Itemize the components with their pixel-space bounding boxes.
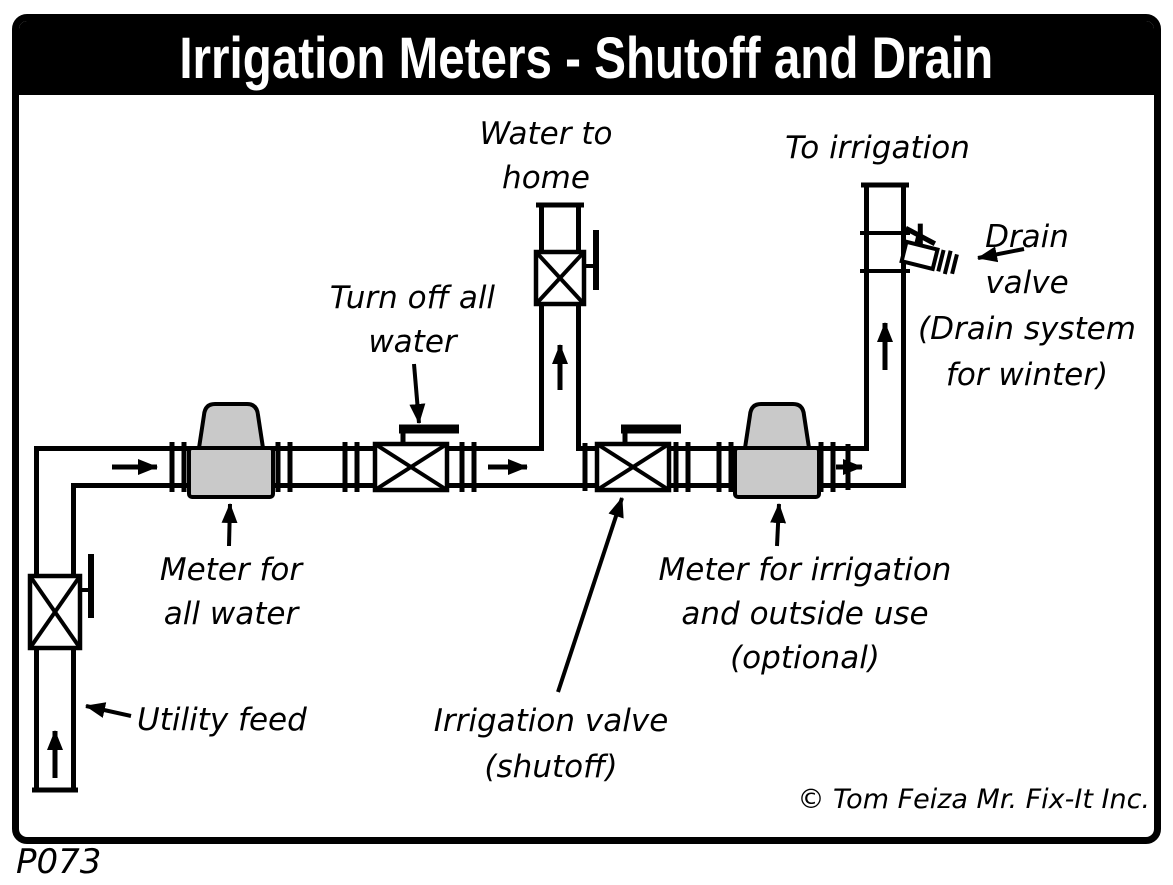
- faucet-thread: [936, 249, 946, 272]
- valve-x: [28, 574, 82, 650]
- meter-body: [733, 446, 821, 499]
- label-line: valve: [985, 265, 1069, 301]
- drain-valve-assembly: [860, 223, 959, 275]
- label-irrigation-valve: Irrigation valve (shutoff): [420, 698, 682, 790]
- main-shutoff-valve: [372, 424, 459, 493]
- label-meter-irrigation: Meter for irrigation and outside use (op…: [635, 548, 975, 680]
- figure-title: Irrigation Meters - Shutoff and Drain: [179, 25, 994, 91]
- annotation-arrow-utility-feed: [85, 702, 132, 718]
- label-to-irrigation: To irrigation: [770, 126, 985, 170]
- label-line: To irrigation: [785, 130, 970, 166]
- flow-arrows: [47, 322, 893, 778]
- meter-body: [187, 446, 275, 499]
- meter-dome: [742, 402, 812, 450]
- label-line: Drain: [985, 219, 1069, 255]
- label-meter-all-water: Meter for all water: [125, 548, 337, 636]
- label-line: (Drain system: [918, 311, 1136, 347]
- label-line: home: [502, 160, 590, 196]
- irrigation-shutoff-valve: [594, 424, 681, 493]
- label-turn-off-all-water: Turn off all water: [305, 276, 520, 364]
- label-line: Water to: [479, 116, 613, 152]
- valve-x: [595, 442, 671, 492]
- title-bar: Irrigation Meters - Shutoff and Drain: [19, 21, 1154, 95]
- label-line: Utility feed: [137, 702, 307, 738]
- label-line: water: [368, 324, 457, 360]
- label-drain-valve: Drain valve (Drain system for winter): [898, 214, 1156, 398]
- label-line: for winter): [945, 357, 1109, 393]
- utility-feed-valve: [27, 554, 94, 651]
- label-line: (shutoff): [484, 749, 618, 785]
- label-line: (optional): [730, 640, 880, 676]
- label-line: and outside use: [681, 596, 929, 632]
- figure-code: P073: [16, 842, 102, 882]
- water-meter-irrigation: [733, 402, 821, 499]
- valve-x: [534, 250, 586, 306]
- label-water-to-home: Water to home: [440, 112, 652, 200]
- annotation-arrow-meter-irrigation: [770, 503, 787, 547]
- annotation-arrows: [85, 246, 1025, 718]
- annotation-arrow-turn-off: [409, 363, 426, 424]
- pipe-couplings: [169, 442, 851, 492]
- label-utility-feed: Utility feed: [137, 698, 357, 742]
- faucet-thread: [942, 250, 953, 275]
- label-line: Meter for: [159, 552, 303, 588]
- valve-x: [373, 442, 449, 492]
- faucet-thread: [950, 253, 959, 275]
- label-line: Meter for irrigation: [658, 552, 952, 588]
- label-line: Irrigation valve: [433, 703, 669, 739]
- home-riser-valve: [533, 230, 599, 307]
- faucet-body: [899, 239, 940, 272]
- annotation-arrow-meter-all: [221, 503, 238, 547]
- drain-faucet: [899, 223, 959, 275]
- water-meter-main: [187, 402, 275, 499]
- annotation-arrow-drain-valve: [977, 246, 1025, 263]
- label-line: Turn off all: [329, 280, 496, 316]
- label-line: all water: [163, 596, 299, 632]
- copyright-text: © Tom Feiza Mr. Fix-It Inc.: [797, 784, 1150, 815]
- annotation-arrow-irrigation-valve: [556, 497, 624, 693]
- meter-dome: [196, 402, 266, 450]
